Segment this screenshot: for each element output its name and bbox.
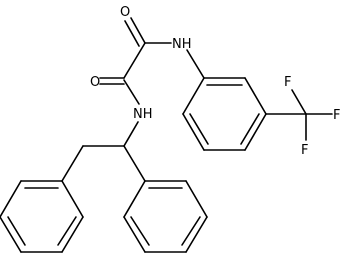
- ring-c-bond-3: [185, 216, 208, 253]
- ring-b-double-2: [7, 216, 26, 246]
- nh-aryl-bond: [186, 49, 205, 79]
- trifluoromethyl-group: [265, 89, 333, 141]
- ch-phenyl-bond: [123, 145, 146, 182]
- carbonyl-upper-bond-1: [130, 17, 146, 44]
- ring-b-double-3: [57, 216, 77, 246]
- oxygen-upper-label: O: [120, 5, 130, 20]
- ring-b-bond-6: [61, 180, 84, 218]
- amide-nh-upper-label: NH: [172, 37, 192, 52]
- fluorine-bottom-label: F: [301, 143, 308, 158]
- ring-a-double-3: [240, 113, 260, 145]
- ring-c-bond-5: [123, 216, 146, 253]
- phenyl-ring: [123, 180, 208, 253]
- ring-c-double-2: [181, 216, 201, 246]
- c-nh-lower-bond: [123, 79, 140, 105]
- ring-a-double-2: [189, 113, 209, 145]
- ring-c-bond-6: [123, 180, 146, 218]
- ring-b-bond-2: [0, 180, 22, 218]
- amide-nh-lower-label: NH: [133, 107, 153, 122]
- oxygen-lower-label: O: [90, 75, 100, 90]
- ring-b-bond-5: [61, 216, 84, 253]
- trifluoromethylphenyl-ring: [182, 77, 267, 151]
- fluorine-right-label: F: [333, 108, 340, 123]
- cf-bond-top: [291, 89, 307, 115]
- nh-ch-bond: [123, 121, 139, 147]
- fluorine-top-label: F: [284, 75, 291, 90]
- ring-a-bond-4: [244, 113, 267, 151]
- carbonyl-upper-bond-2: [124, 20, 140, 47]
- oxalamide-core: [99, 17, 205, 147]
- ch2-phenyl-bond: [61, 145, 84, 182]
- ring-b-bond-3: [0, 216, 22, 253]
- ring-c-double-3: [130, 216, 150, 246]
- ethyl-backbone: [61, 145, 146, 182]
- benzyl-phenyl-ring: [0, 180, 84, 253]
- ring-c-bond-2: [185, 180, 208, 218]
- atom-labels: O O NH NH F F F: [90, 5, 340, 158]
- ring-a-bond-5: [244, 77, 267, 115]
- ring-a-bond-2: [182, 113, 205, 151]
- cc-bond: [123, 42, 146, 79]
- ring-a-bond-1: [182, 77, 205, 115]
